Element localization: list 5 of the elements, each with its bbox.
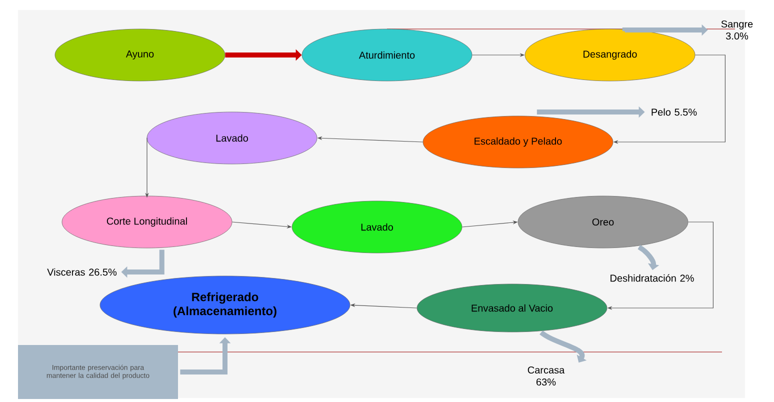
byproduct-label: Pelo 5.5%: [652, 108, 697, 116]
byproduct-label: Visceras 26.5%: [47, 268, 117, 276]
byproduct-label: Deshidratación 2%: [610, 274, 694, 282]
byproduct-label: Sangre 3.0%: [721, 20, 753, 40]
byproduct-label: Carcasa 63%: [528, 366, 565, 386]
